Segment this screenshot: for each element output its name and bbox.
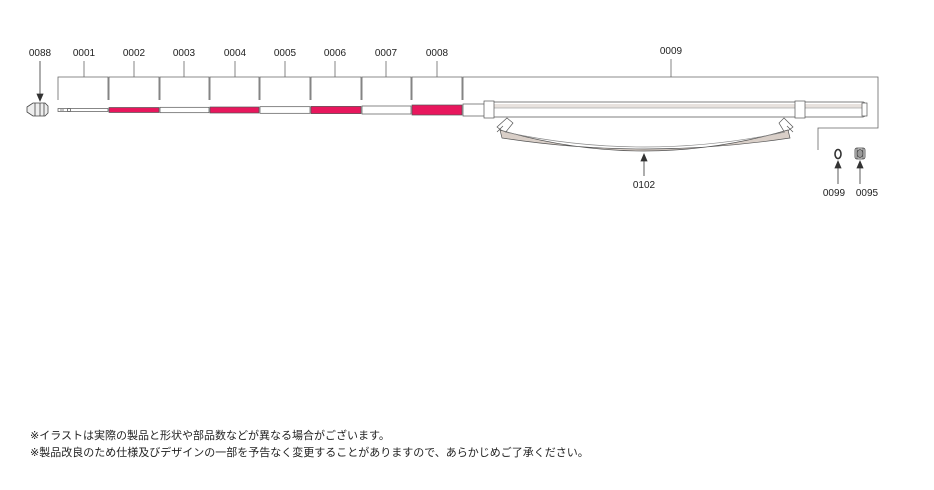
grip-0102 — [496, 117, 794, 152]
butt-cap-0095 — [854, 147, 866, 160]
section-brackets — [57, 59, 879, 150]
label-0006: 0006 — [324, 48, 347, 59]
bracket-0009 — [462, 76, 879, 100]
rod-section-0002 — [108, 107, 160, 113]
arrow-0099 — [834, 159, 842, 169]
label-0001: 0001 — [73, 48, 96, 59]
rod-section-0007 — [361, 105, 412, 115]
bracket-0008 — [411, 76, 463, 100]
label-0009: 0009 — [660, 46, 683, 57]
rod-section-0001 — [57, 108, 109, 112]
bracket-0002 — [108, 76, 160, 100]
note-illustration-differs: ※イラストは実際の製品と形状や部品数などが異なる場合がございます。 — [30, 430, 390, 442]
pointers — [36, 61, 864, 184]
bracket-0004 — [209, 76, 260, 100]
rod-section-0008 — [411, 104, 463, 116]
arrow-0095 — [856, 159, 864, 169]
rod-section-0005 — [259, 106, 311, 114]
label-0088: 0088 — [29, 48, 52, 59]
label-0095: 0095 — [856, 188, 879, 199]
rod-section-0006 — [310, 106, 362, 114]
bracket-0003 — [159, 76, 210, 100]
bracket-0001 — [57, 76, 109, 100]
disclaimer-notes: ※イラストは実際の製品と形状や部品数などが異なる場合がございます。 ※製品改良の… — [30, 428, 589, 462]
note-spec-change: ※製品改良のため仕様及びデザインの一部を予告なく変更することがありますので、あら… — [30, 447, 589, 459]
o-ring-0099 — [834, 148, 842, 160]
label-0002: 0002 — [123, 48, 146, 59]
label-0099: 0099 — [823, 188, 846, 199]
bracket-0007 — [361, 76, 412, 100]
label-0003: 0003 — [173, 48, 196, 59]
label-0008: 0008 — [426, 48, 449, 59]
label-0004: 0004 — [224, 48, 247, 59]
arrow-0088 — [36, 93, 44, 103]
bracket-0006 — [310, 76, 362, 100]
butt-section-0009 — [462, 100, 868, 119]
label-0102: 0102 — [633, 180, 656, 191]
rod-sections — [108, 104, 463, 116]
rod-section-0003 — [159, 106, 210, 114]
rod-section-0004 — [209, 106, 260, 114]
arrow-0102 — [640, 152, 648, 162]
label-0005: 0005 — [274, 48, 297, 59]
bracket-0005 — [259, 76, 311, 100]
tip-cap-0088 — [26, 102, 49, 117]
label-0007: 0007 — [375, 48, 398, 59]
